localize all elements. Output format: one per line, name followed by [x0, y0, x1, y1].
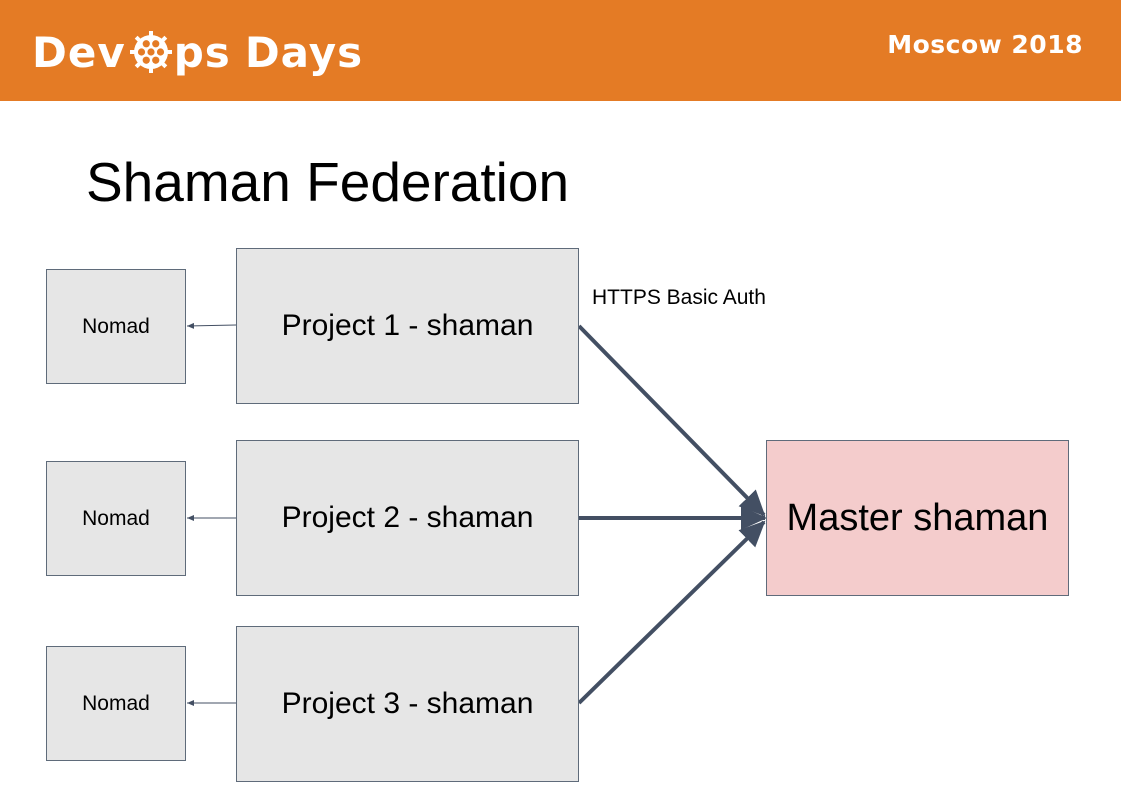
- master-label: Master shaman: [786, 496, 1049, 539]
- project-box-3: Project 3 - shaman: [236, 626, 579, 782]
- nomad-label: Nomad: [82, 506, 150, 530]
- logo-text-ps: ps: [173, 27, 231, 77]
- arrow-project1-to-master: [577, 324, 766, 517]
- master-shaman-box: Master shaman: [766, 440, 1069, 596]
- nomad-box-1: Nomad: [46, 269, 186, 384]
- connection-label: HTTPS Basic Auth: [592, 286, 766, 309]
- project-label: Project 2 - shaman: [281, 501, 534, 534]
- project-label: Project 3 - shaman: [281, 687, 534, 720]
- gear-icon: [129, 31, 172, 73]
- slide-title: Shaman Federation: [86, 151, 570, 213]
- event-name: Moscow 2018: [887, 30, 1083, 59]
- project-label: Project 1 - shaman: [281, 309, 534, 342]
- logo-text-days: Days: [244, 27, 364, 77]
- logo-text-dev: Dev: [32, 27, 126, 77]
- project-box-2: Project 2 - shaman: [236, 440, 579, 596]
- nomad-label: Nomad: [82, 314, 150, 338]
- nomad-box-3: Nomad: [46, 646, 186, 761]
- arrow-project3-to-master: [577, 520, 766, 705]
- arrow-project1-to-nomad: [186, 322, 237, 329]
- project-box-1: Project 1 - shaman: [236, 248, 579, 404]
- nomad-label: Nomad: [82, 691, 150, 715]
- nomad-box-2: Nomad: [46, 461, 186, 576]
- header-bar: Dev ps Days Moscow 2018: [0, 0, 1121, 101]
- devopsdays-logo: Dev ps Days: [32, 22, 363, 82]
